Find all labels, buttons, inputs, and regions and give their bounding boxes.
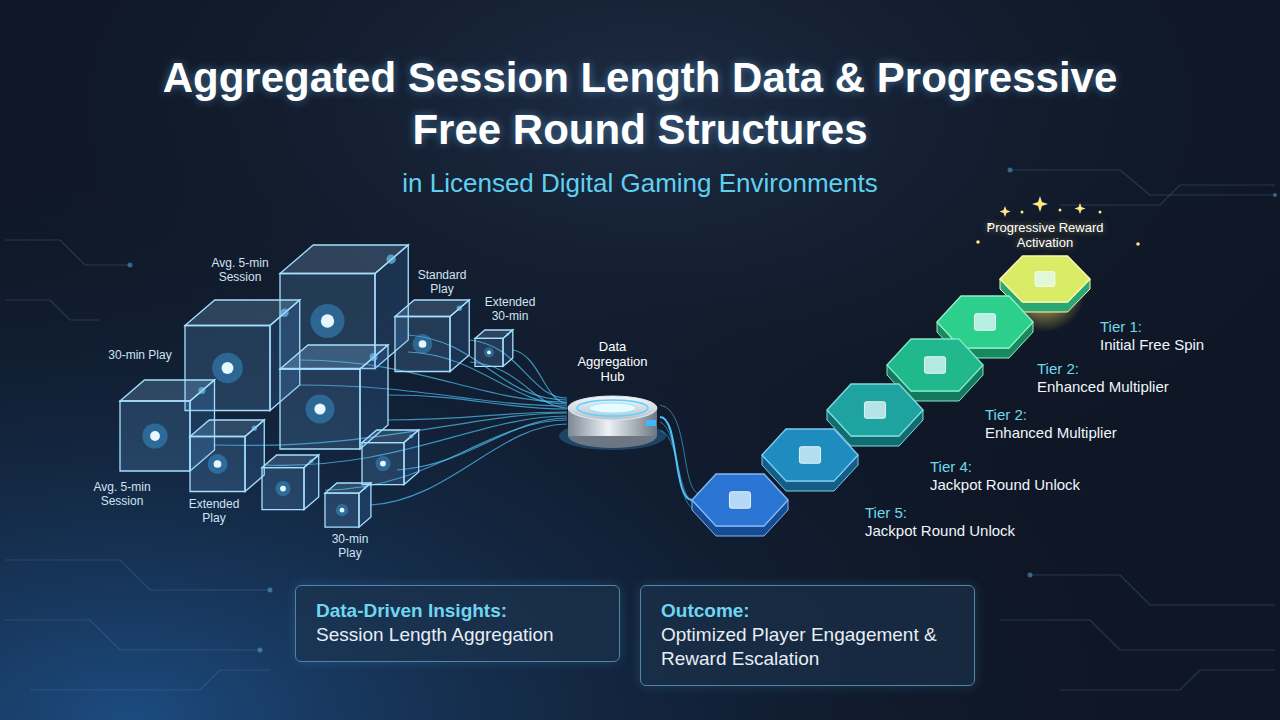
- diagram-title: Aggregated Session Length Data & Progres…: [140, 52, 1140, 156]
- hexagon-chip: [1035, 272, 1055, 287]
- tier-name: Tier 2:: [985, 406, 1145, 424]
- session-label: Extended Play: [182, 497, 246, 525]
- hexagon-top: [1000, 256, 1090, 302]
- tier-name: Tier 1:: [1100, 318, 1260, 336]
- hub-cylinder: [565, 392, 660, 452]
- tier-hexagon: Tier 5:Jackpot Round Unlock: [692, 474, 1025, 540]
- hexagon-top: [887, 339, 983, 391]
- hexagon-chip: [729, 492, 750, 509]
- data-connector: [660, 417, 692, 500]
- aggregation-hub: Data Aggregation Hub: [565, 335, 660, 452]
- panel-body: Optimized Player Engagement & Reward Esc…: [661, 623, 954, 671]
- tier-hexagon: Tier 2:Enhanced Multiplier: [827, 384, 1145, 446]
- circuit-dots: [128, 168, 1278, 653]
- hub-core: [589, 403, 636, 413]
- tier-reward: Jackpot Round Unlock: [930, 476, 1090, 494]
- tier-text: Tier 4:Jackpot Round Unlock: [930, 458, 1090, 494]
- data-cube: [190, 420, 264, 492]
- panel-heading: Data-Driven Insights:: [316, 599, 599, 623]
- data-cube: [362, 430, 419, 485]
- tier-reward: Enhanced Multiplier: [985, 424, 1145, 442]
- subtitle: in Licensed Digital Gaming Environments: [140, 168, 1140, 198]
- tier-reward: Enhanced Multiplier: [1037, 378, 1197, 396]
- tier-name: Tier 2:: [1037, 360, 1197, 378]
- info-panel: Data-Driven Insights:Session Length Aggr…: [295, 585, 620, 662]
- info-panel: Outcome:Optimized Player Engagement & Re…: [640, 585, 975, 686]
- hexagon-top: [827, 384, 923, 436]
- tier-hexagon-shape: [692, 474, 788, 538]
- hub-ring: [577, 400, 648, 416]
- hexagon-chip: [799, 447, 820, 464]
- session-label: 30-min Play: [320, 532, 380, 560]
- tier-hexagon: Tier 1:Initial Free Spin: [937, 296, 1260, 358]
- data-cube: [325, 483, 371, 527]
- hub-top: [568, 396, 657, 420]
- session-label: Extended 30-min: [478, 295, 542, 323]
- tier-hexagon-shape: [762, 429, 858, 493]
- hexagon-chip: [974, 314, 995, 331]
- tier-name: Tier 4:: [930, 458, 1090, 476]
- tier-reward: Initial Free Spin: [1100, 336, 1260, 354]
- session-label: Standard Play: [412, 268, 472, 296]
- session-label: 30-min Play: [108, 348, 172, 362]
- data-cubes: [120, 245, 513, 527]
- data-cube: [395, 300, 469, 372]
- session-label: Avg. 5-min Session: [82, 480, 162, 508]
- circuit-lines: [5, 170, 1275, 690]
- session-label: Avg. 5-min Session: [200, 256, 280, 284]
- hub-port: [646, 420, 656, 426]
- panel-body: Session Length Aggregation: [316, 623, 599, 647]
- tier-name: Tier 5:: [865, 504, 1025, 522]
- tier-text: Tier 2:Enhanced Multiplier: [985, 406, 1145, 442]
- hexagon-chip: [864, 402, 885, 419]
- tier-text: Tier 5:Jackpot Round Unlock: [865, 504, 1025, 540]
- tier-text: Tier 2:Enhanced Multiplier: [1037, 360, 1197, 396]
- hub-label: Data Aggregation Hub: [565, 335, 660, 384]
- panel-heading: Outcome:: [661, 599, 954, 623]
- data-cube: [475, 330, 513, 366]
- tier-hexagon: Tier 4:Jackpot Round Unlock: [762, 429, 1090, 494]
- reward-label: Progressive Reward Activation: [965, 220, 1125, 250]
- hexagon-top: [692, 474, 788, 526]
- data-cube: [262, 455, 319, 510]
- tier-hexagon: Tier 2:Enhanced Multiplier: [887, 339, 1197, 401]
- hexagon-top: [762, 429, 858, 481]
- tier-text: Tier 1:Initial Free Spin: [1100, 318, 1260, 354]
- hexagon-chip: [924, 357, 945, 374]
- tier-reward: Jackpot Round Unlock: [865, 522, 1025, 540]
